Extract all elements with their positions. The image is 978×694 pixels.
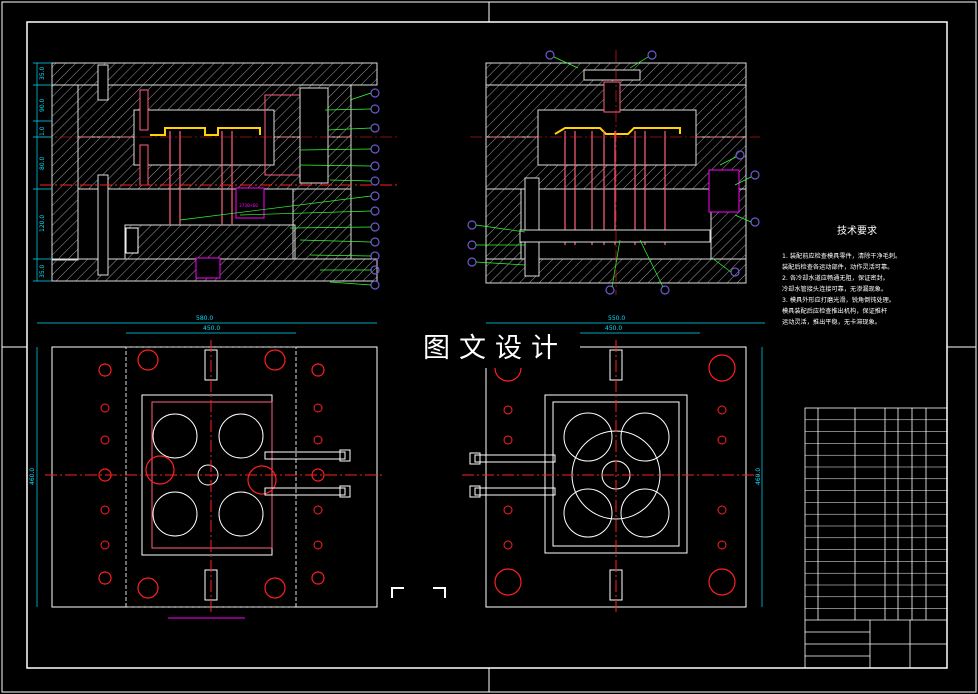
bom-rows <box>805 419 947 609</box>
dim-right-inner-width: 450.0 <box>605 325 622 332</box>
left-leader-lines <box>179 92 372 286</box>
requirement-line-2: 装配后检查各运动部件，动作灵活可靠。 <box>782 264 894 271</box>
dim-section-5: 120.0 <box>39 215 46 232</box>
requirement-line-6: 模具装配后应检查推出机构，保证推杆 <box>782 308 888 315</box>
title-block <box>805 619 947 668</box>
dim-right-overall-height: 460.0 <box>755 468 762 485</box>
dim-left-overall-height: 460.0 <box>29 468 36 485</box>
dim-section-6: 35.0 <box>39 264 46 278</box>
right-section-view <box>467 50 760 295</box>
svg-text:3730×60: 3730×60 <box>239 203 258 209</box>
watermark: 图文设计 <box>410 330 580 368</box>
technical-requirements: 技术要求 1. 装配前应检查模具零件，清除干净毛刺。 装配后检查各运动部件，动作… <box>782 222 932 328</box>
dim-right-overall-width: 550.0 <box>608 315 625 322</box>
right-plan-view: 550.0 450.0 460.0 <box>391 315 765 612</box>
dim-left-inner-width: 450.0 <box>203 325 220 332</box>
requirement-line-7: 运动灵活，推出平稳，无卡滞现象。 <box>782 319 881 326</box>
requirement-line-4: 冷却水管接头连接可靠，无渗漏现象。 <box>782 286 888 293</box>
left-section-view: 3730×60 35.0 90.0 1.0 80.0 120.0 35.0 <box>33 62 400 290</box>
dim-left-overall-width: 580.0 <box>196 315 213 322</box>
dim-section-2: 90.0 <box>39 98 46 112</box>
requirement-line-5: 3. 模具外形应打磨光滑，锐角倒钝处理。 <box>782 297 896 304</box>
dim-section-1: 35.0 <box>39 66 46 80</box>
dim-section-3: 1.0 <box>39 126 46 136</box>
left-plan-view: 580.0 450.0 460.0 <box>29 315 385 619</box>
dim-section-4: 80.0 <box>39 156 46 170</box>
technical-requirements-title: 技术要求 <box>837 226 877 237</box>
requirement-line-1: 1. 装配前应检查模具零件，清除干净毛刺。 <box>782 253 902 260</box>
requirement-line-3: 2. 各冷却水道应畅通无阻，保证密封。 <box>782 275 889 282</box>
right-leader-lines <box>475 56 752 288</box>
